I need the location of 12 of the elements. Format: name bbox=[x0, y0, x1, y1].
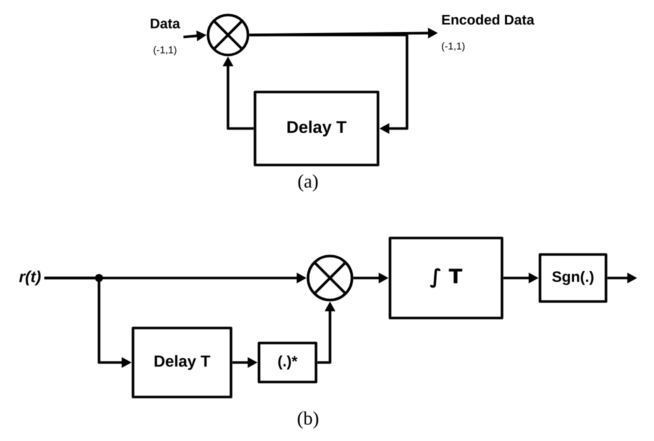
block-box: (.)* bbox=[258, 342, 318, 384]
arrow bbox=[249, 34, 408, 134]
block-box: Delay T bbox=[254, 90, 380, 166]
panel-label: (b) bbox=[298, 411, 318, 429]
signal-label: r(t) bbox=[19, 270, 41, 286]
block-box: Sgn(.) bbox=[538, 253, 608, 303]
block-box: ∫ T bbox=[388, 236, 504, 320]
block-box: Delay T bbox=[132, 326, 232, 398]
signal-label: Encoded Data (-1,1) bbox=[442, 14, 534, 52]
multiplier-symbol bbox=[206, 14, 250, 56]
signal-label: Data (-1,1) bbox=[150, 18, 180, 56]
multiplier-symbol bbox=[306, 254, 354, 302]
